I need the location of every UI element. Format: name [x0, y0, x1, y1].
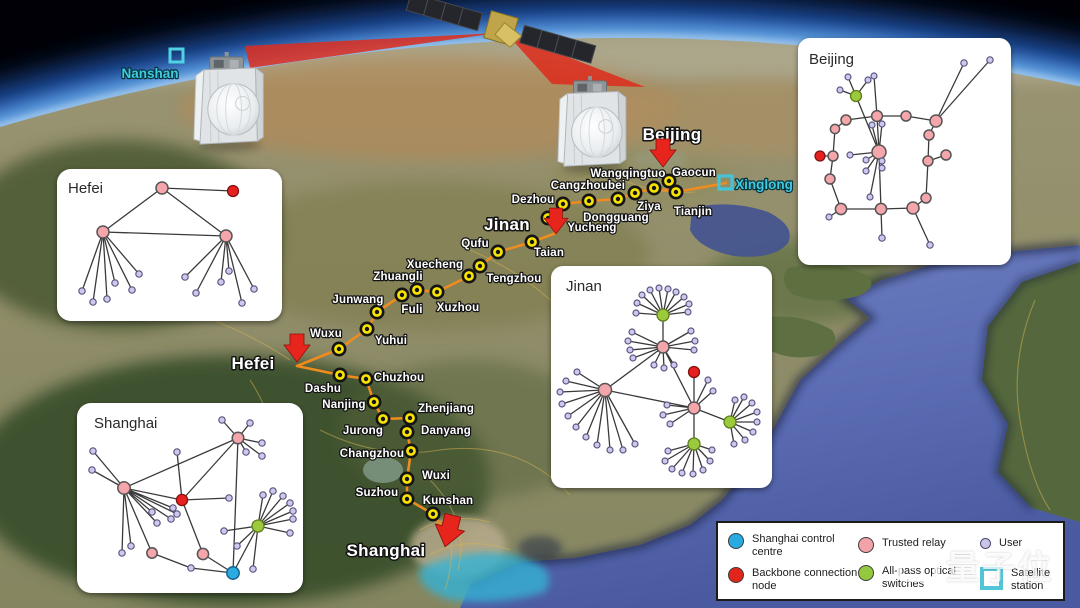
- legend-label: Satellite station: [1011, 567, 1051, 592]
- bohai-sea: [690, 204, 790, 257]
- legend-label: Backbone connection node: [752, 567, 858, 592]
- user-swatch: [980, 538, 991, 549]
- city-label: Dezhou: [512, 194, 555, 206]
- backbone-nodes: [331, 173, 684, 522]
- liaodong-peninsula: [757, 316, 836, 358]
- city-label: Gaocun: [672, 167, 716, 179]
- city-label: Yucheng: [567, 222, 616, 234]
- city-label: Suzhou: [356, 487, 399, 499]
- city-label: Nanjing: [322, 399, 366, 411]
- inset-shanghai: Shanghai: [77, 403, 303, 593]
- city-label: Danyang: [421, 425, 471, 437]
- city-label: Zhuangli: [373, 271, 423, 283]
- city-label: Zhenjiang: [418, 403, 474, 415]
- major-city-label-shanghai: Shanghai: [347, 541, 426, 560]
- major-city-label-jinan: Jinan: [484, 215, 530, 234]
- legend-label: User: [999, 537, 1023, 549]
- legend: Shanghai control centre Trusted relay Us…: [716, 521, 1065, 601]
- shanghai-network-graph: [88, 416, 297, 580]
- inset-title-shanghai: Shanghai: [94, 415, 157, 432]
- inset-title-beijing: Beijing: [809, 51, 854, 68]
- yellow-sea: [460, 245, 1080, 608]
- korea-landmass: [982, 262, 1080, 522]
- legend-item: Backbone connection node: [728, 567, 862, 592]
- backbone-connection-node-swatch: [728, 567, 744, 583]
- station-label-nanshan: Nanshan: [121, 66, 178, 81]
- legend-item: Satellite station: [980, 567, 1069, 592]
- shandong-peninsula: [783, 264, 872, 301]
- legend-label: All-pass optical switches: [882, 565, 956, 590]
- xinglong-station-marker: [717, 174, 734, 191]
- hefei-network-graph: [78, 181, 258, 307]
- city-label: Jurong: [343, 425, 383, 437]
- city-label: Xuecheng: [407, 259, 464, 271]
- micius-satellite: [405, 0, 597, 64]
- major-city-label-beijing: Beijing: [643, 125, 702, 144]
- city-label: Wuxi: [422, 470, 450, 482]
- legend-item: Shanghai control centre: [728, 533, 848, 558]
- legend-item: User: [980, 537, 1043, 550]
- city-label: Junwang: [332, 294, 383, 306]
- inset-beijing: Beijing: [798, 38, 1011, 265]
- city-label: Yuhui: [375, 335, 407, 347]
- inset-hefei: Hefei: [57, 169, 282, 321]
- city-label: Cangzhoubei: [551, 180, 625, 192]
- beam-left: [245, 33, 497, 68]
- inset-jinan: Jinan: [551, 266, 772, 488]
- city-label: Chuzhou: [374, 372, 425, 384]
- jinan-network-graph: [556, 284, 761, 478]
- city-label: Fuli: [401, 304, 422, 316]
- city-label: Kunshan: [423, 495, 474, 507]
- legend-label: Trusted relay: [882, 537, 946, 549]
- city-label: Taian: [534, 247, 564, 259]
- city-label: Wangqingtuo: [590, 168, 665, 180]
- city-label: Dongguang: [583, 212, 649, 224]
- all-pass-optical-switches-swatch: [858, 565, 874, 581]
- city-labels: Wangqingtuo Gaocun Cangzhoubei Ziya Tian…: [120, 65, 794, 562]
- trusted-relay-swatch: [858, 537, 874, 553]
- taihu-lake: [363, 457, 403, 483]
- city-label: Qufu: [461, 238, 489, 250]
- shanghai-control-centre-swatch: [728, 533, 744, 549]
- city-label: Tianjin: [674, 206, 712, 218]
- city-label: Dashu: [305, 383, 341, 395]
- backbone-network: [168, 47, 734, 542]
- city-label: Tengzhou: [486, 273, 541, 285]
- legend-item: All-pass optical switches: [858, 565, 974, 590]
- inset-title-jinan: Jinan: [566, 278, 602, 295]
- legend-item: Trusted relay: [858, 537, 968, 553]
- city-label: Wuxu: [310, 328, 342, 340]
- nanshan-station-marker: [168, 47, 185, 64]
- beijing-network-graph: [814, 56, 994, 249]
- major-city-label-hefei: Hefei: [231, 354, 274, 373]
- city-label: Changzhou: [340, 448, 404, 460]
- inset-title-hefei: Hefei: [68, 180, 103, 197]
- satellite-station-swatch: [980, 567, 1003, 590]
- legend-label: Shanghai control centre: [752, 533, 835, 558]
- station-label-xinglong: Xinglong: [735, 177, 793, 192]
- city-label: Ziya: [637, 201, 661, 213]
- city-label: Xuzhou: [437, 302, 480, 314]
